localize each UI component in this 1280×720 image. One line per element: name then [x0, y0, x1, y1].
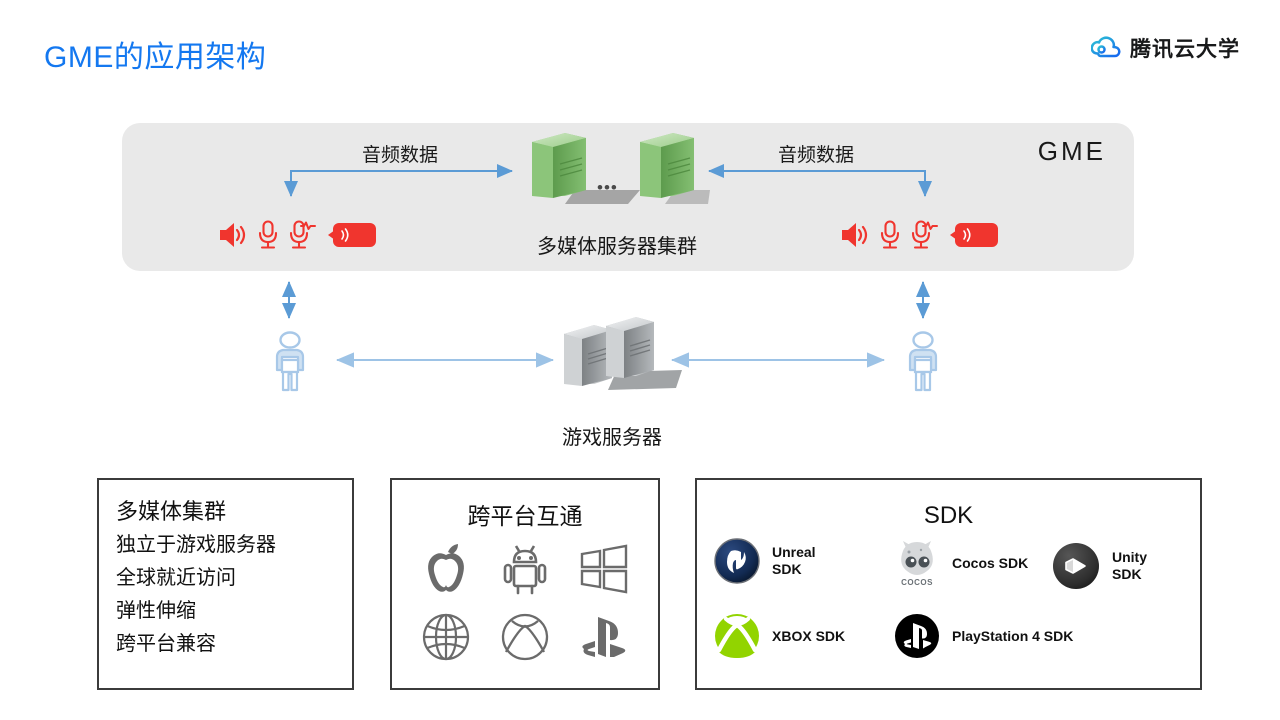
playstation-sdk-icon — [895, 614, 939, 658]
person-icon-right — [903, 330, 943, 397]
microphone-waveform-icon — [911, 220, 938, 249]
unreal-icon — [714, 538, 760, 584]
cross-platform-heading: 跨平台互通 — [467, 503, 583, 529]
sdk-item-playstation: PlayStation 4 SDK — [894, 613, 1073, 659]
sdk-label: Unity SDK — [1112, 549, 1147, 582]
game-server-label: 游戏服务器 — [562, 427, 662, 449]
multimedia-cluster-box: 多媒体集群 独立于游戏服务器 全球就近访问 弹性伸缩 跨平台兼容 — [97, 478, 354, 690]
multimedia-server-cluster-icon — [520, 128, 710, 223]
microphone-waveform-icon — [289, 220, 316, 249]
sdk-label: Cocos SDK — [952, 554, 1029, 571]
speaker-icon — [842, 223, 868, 247]
person-icon-left — [270, 330, 310, 397]
tencent-cloud-logo-icon — [1091, 36, 1121, 58]
list-item: 跨平台兼容 — [116, 633, 216, 655]
voice-message-icon — [328, 223, 376, 247]
sdk-item-unity: Unity SDK — [1052, 542, 1147, 590]
list-item: 独立于游戏服务器 — [116, 534, 276, 556]
game-server-icon — [556, 312, 686, 407]
multimedia-server-label: 多媒体服务器集群 — [537, 236, 697, 258]
sdk-box: SDK Unreal SDK — [695, 478, 1202, 690]
apple-icon — [427, 544, 464, 592]
xbox-icon — [501, 613, 549, 661]
cross-platform-box: 跨平台互通 — [390, 478, 660, 690]
audio-data-label-right: 音频数据 — [778, 145, 855, 166]
voice-message-icon — [950, 223, 998, 247]
unity-icon — [1053, 543, 1099, 589]
svg-text:COCOS: COCOS — [901, 578, 933, 587]
gme-panel-label: GME — [1037, 136, 1106, 166]
audio-icon-group-right — [840, 220, 999, 250]
microphone-icon — [880, 220, 900, 249]
audio-icon-group-left — [218, 220, 377, 250]
sdk-item-cocos: COCOS Cocos SDK — [894, 538, 1028, 588]
windows-icon — [581, 544, 628, 594]
xbox-sdk-icon — [715, 614, 759, 658]
brand-logo-group: 腾讯云大学 — [1091, 33, 1240, 63]
brand-name: 腾讯云大学 — [1130, 38, 1240, 61]
speaker-icon — [220, 223, 246, 247]
microphone-icon — [258, 220, 278, 249]
multimedia-cluster-heading: 多媒体集群 — [116, 499, 227, 524]
web-globe-icon — [422, 613, 469, 661]
audio-data-label-left: 音频数据 — [362, 145, 439, 166]
android-icon — [503, 545, 547, 595]
sdk-label: XBOX SDK — [772, 627, 846, 644]
list-item: 全球就近访问 — [116, 567, 236, 589]
playstation-icon — [582, 617, 626, 657]
list-item: 弹性伸缩 — [116, 600, 196, 622]
sdk-label: PlayStation 4 SDK — [952, 627, 1074, 644]
sdk-item-xbox: XBOX SDK — [714, 613, 845, 659]
server-ellipsis: ••• — [597, 178, 618, 197]
sdk-item-unreal: Unreal SDK — [714, 538, 816, 584]
page-title: GME的应用架构 — [44, 41, 267, 74]
cocos-icon: COCOS — [901, 541, 933, 587]
sdk-heading: SDK — [923, 502, 974, 529]
platform-icon-grid — [392, 542, 658, 662]
multimedia-cluster-list: 独立于游戏服务器 全球就近访问 弹性伸缩 跨平台兼容 — [116, 532, 276, 658]
sdk-label: Unreal SDK — [772, 544, 816, 577]
